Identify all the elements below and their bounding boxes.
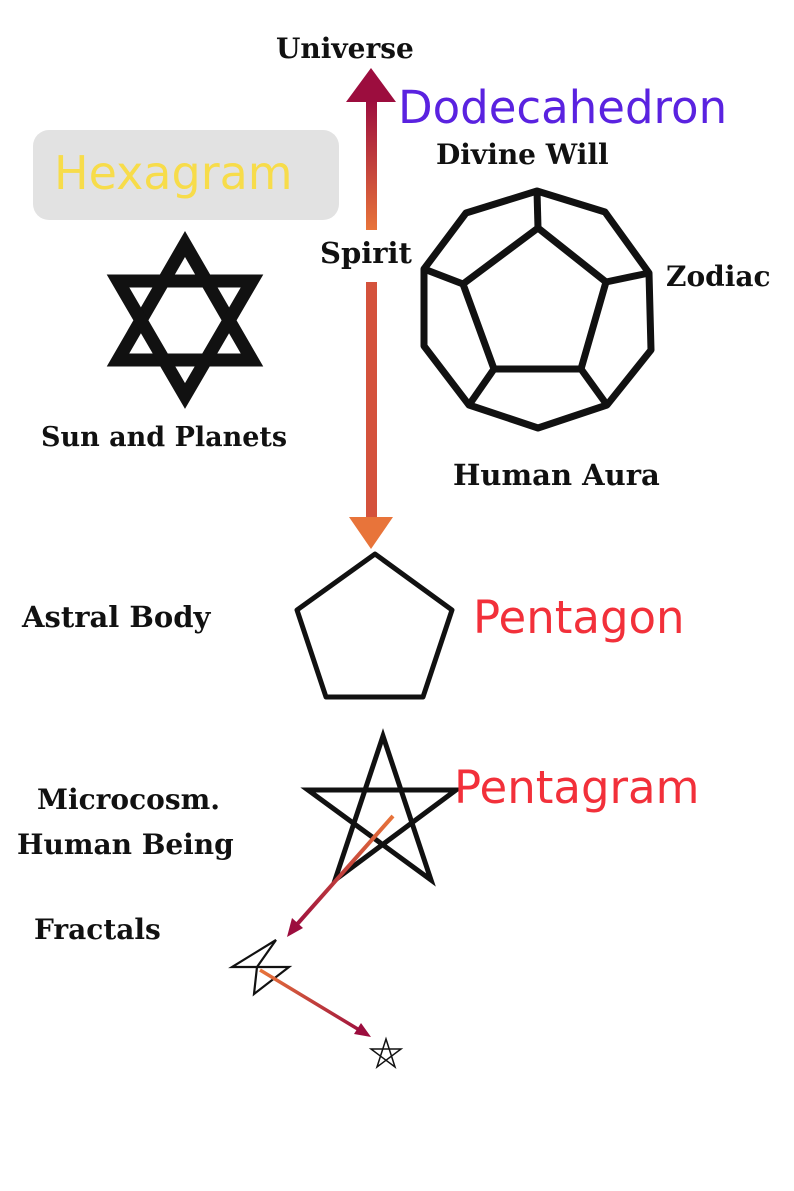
- arrow-down-head: [349, 517, 393, 549]
- dodecahedron-title: Dodecahedron: [398, 81, 728, 134]
- astral-body-label: Astral Body: [22, 600, 211, 634]
- dodecahedron-edge: [533, 190, 542, 229]
- pentagram-medium: [228, 939, 293, 997]
- spirit-arrow-upper-shaft: [366, 100, 377, 230]
- divine-will-label: Divine Will: [436, 138, 609, 171]
- dodecahedron-edge: [578, 366, 610, 408]
- pentagram-small: [368, 1036, 404, 1070]
- hexagram-title: Hexagram: [54, 146, 293, 200]
- pentagram-title: Pentagram: [454, 761, 700, 814]
- hexagram-title-box: [33, 130, 339, 220]
- fractal-arrow-1-line: [290, 814, 395, 932]
- arrow-up-head: [346, 68, 396, 102]
- spirit-label: Spirit: [318, 236, 414, 270]
- fractal-arrow-2-line: [259, 968, 367, 1036]
- human-aura-label: Human Aura: [453, 458, 660, 492]
- sun-and-planets-label: Sun and Planets: [41, 422, 288, 453]
- dodecahedron-edge: [466, 367, 497, 407]
- spirit-arrow: [346, 68, 396, 549]
- dodecahedron-outline: [420, 187, 655, 432]
- dodecahedron-center-face: [459, 224, 610, 373]
- spirit-arrow-lower-shaft: [366, 282, 377, 522]
- dodecahedron-edge: [422, 265, 465, 288]
- human-being-label: Human Being: [17, 828, 234, 861]
- zodiac-label: Zodiac: [666, 260, 771, 293]
- pentagon-shape: [294, 551, 455, 700]
- fractal-arrow-1: [287, 814, 395, 937]
- fractal-arrow-2: [259, 968, 371, 1037]
- fractal-arrow-2-head: [354, 1023, 371, 1037]
- dodecahedron-shape: [420, 187, 655, 432]
- fractals-label: Fractals: [34, 913, 161, 946]
- microcosm-label: Microcosm.: [37, 783, 220, 816]
- universe-label: Universe: [276, 32, 414, 65]
- pentagram-large: [300, 728, 464, 887]
- pentagon-title: Pentagon: [473, 591, 685, 644]
- hexagram-up-triangle: [106, 231, 264, 367]
- hexagram-down-triangle: [106, 274, 264, 409]
- fractal-arrow-1-head: [287, 918, 303, 937]
- hexagram-symbol: [106, 231, 264, 409]
- dodecahedron-edge: [605, 269, 650, 286]
